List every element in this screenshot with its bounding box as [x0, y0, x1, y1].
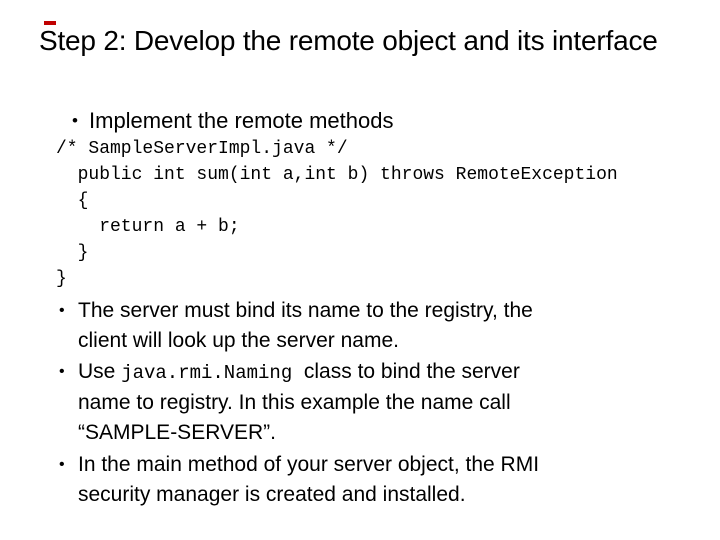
bullet-text-prefix: Use	[78, 360, 122, 383]
bullet-item-main-method: • In the main method of your server obje…	[59, 450, 639, 510]
bullet-dot: •	[59, 302, 65, 319]
code-block: /* SampleServerImpl.java */ public int s…	[56, 139, 618, 289]
red-dash-decoration	[44, 21, 56, 25]
bullet-item-implement: • Implement the remote methods	[72, 108, 393, 134]
bullet-dot: •	[72, 111, 78, 130]
bullet-text: The server must bind its name to the reg…	[78, 299, 533, 352]
bullet-dot: •	[59, 363, 65, 380]
inline-code-java-rmi-naming: java.rmi.Naming	[121, 362, 293, 384]
bullet-dot: •	[59, 456, 65, 473]
bullet-text-suffix: class to bind the server name to registr…	[78, 360, 520, 444]
slide-title: Step 2: Develop the remote object and it…	[39, 25, 658, 56]
bullet-item-naming-class: • Use java.rmi.Naming class to bind the …	[59, 357, 639, 448]
bullet-text: Use java.rmi.Naming class to bind the se…	[78, 357, 520, 448]
bullet-text: Implement the remote methods	[89, 108, 394, 133]
bullet-item-bind-registry: • The server must bind its name to the r…	[59, 296, 639, 356]
bullet-text: In the main method of your server object…	[78, 453, 540, 506]
